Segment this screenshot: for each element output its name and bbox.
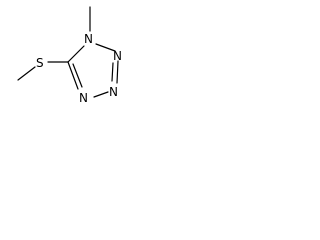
bond-n1-c5: [67, 45, 85, 63]
atom-n3: N: [109, 85, 118, 99]
bond-n3-n4: [93, 91, 109, 98]
tetrazole-structure: N N N N S: [17, 6, 122, 105]
bond-n2-n3: [116, 60, 119, 84]
bond-s-methyl: [17, 66, 36, 81]
bond-c5-n4-double: [72, 63, 83, 88]
bond-c5-n4: [67, 61, 79, 90]
bond-n1-n2: [95, 43, 116, 52]
atom-n1: N: [84, 32, 93, 46]
bond-n2-n3-double: [111, 62, 114, 82]
structure-canvas: N N N N S: [0, 0, 132, 114]
atom-n2: N: [113, 49, 122, 63]
atom-s: S: [36, 56, 44, 70]
atom-n4: N: [79, 91, 88, 105]
